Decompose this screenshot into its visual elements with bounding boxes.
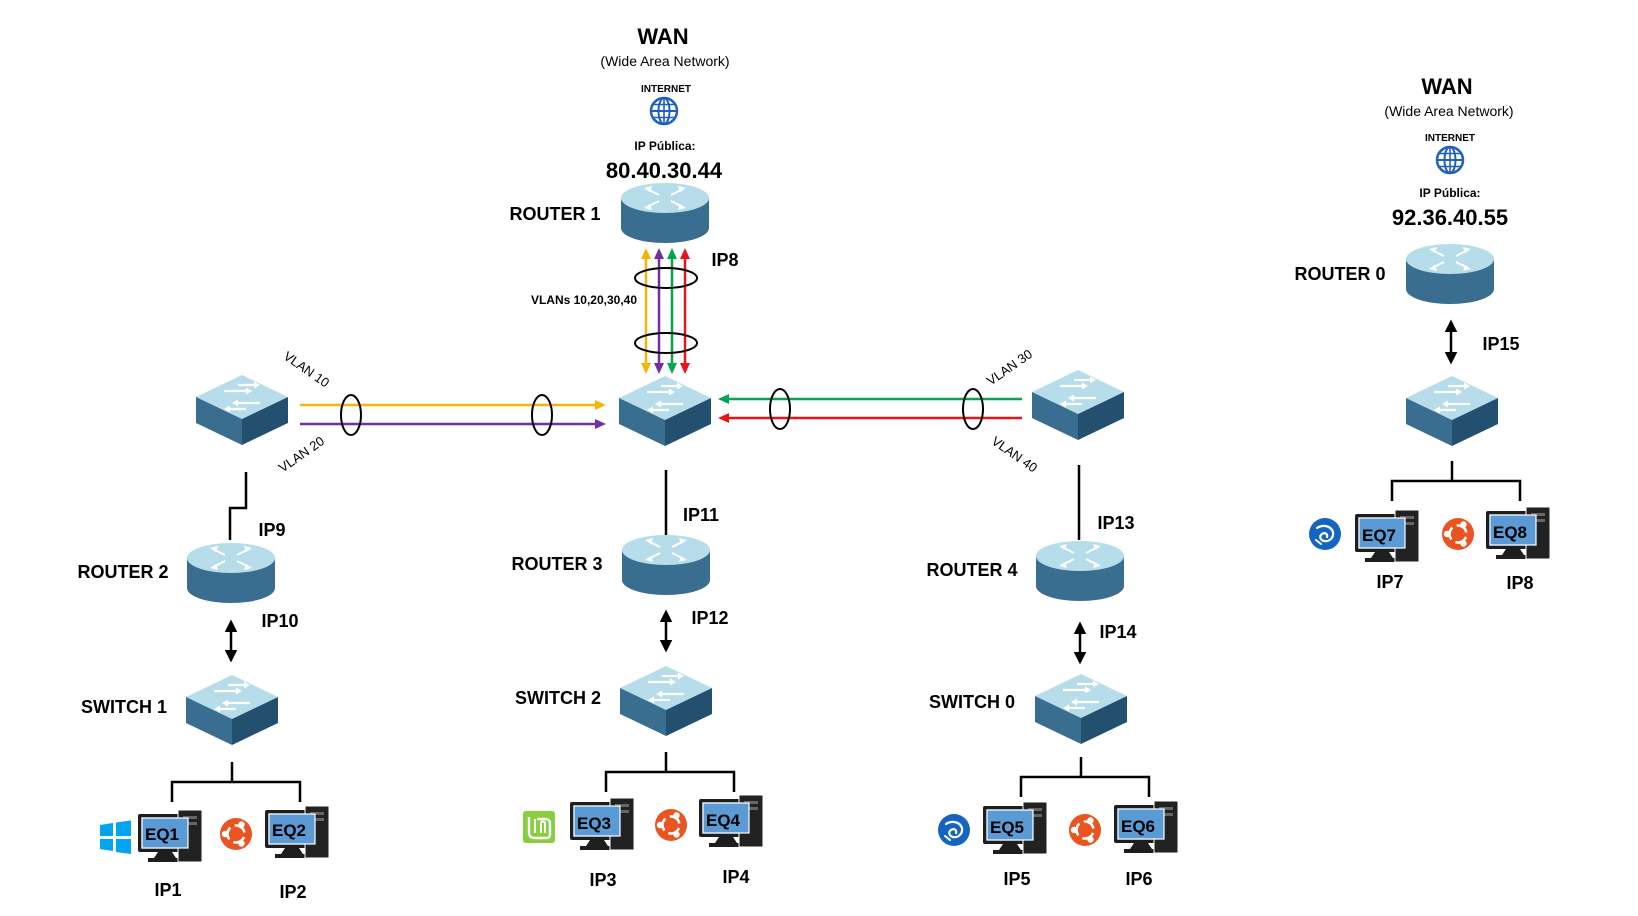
trunk-vlan10-arrow-top: [641, 248, 651, 259]
ubuntu-icon: [1440, 516, 1476, 552]
switch-0-icon: [1033, 672, 1129, 746]
switch-0-distribution: [1019, 757, 1151, 797]
os-logo-icon: [1307, 516, 1343, 552]
equipment-name: EQ3: [577, 814, 611, 833]
router-1-ip-label: IP8: [711, 250, 738, 270]
equipment-name: EQ5: [990, 818, 1024, 837]
left-vlan10-arrow: [595, 400, 606, 410]
windows-icon: [100, 820, 131, 854]
trunk-vlans-label: VLANs 10,20,30,40: [531, 293, 637, 307]
router-0-label: ROUTER 0: [1294, 264, 1385, 284]
router-4-ip-top: IP13: [1097, 513, 1134, 533]
trunk-vlan40-arrow-top: [680, 248, 690, 259]
equipment-ip: IP3: [589, 870, 616, 890]
left-vlan20-arrow: [595, 419, 606, 429]
router-2-uplink: [228, 472, 248, 540]
equipment-name: EQ1: [145, 825, 179, 844]
router-4-ip-bottom: IP14: [1099, 622, 1136, 642]
wan-right-block: WAN (Wide Area Network) INTERNET IP Públ…: [1384, 74, 1513, 230]
switch-2-label: SWITCH 2: [515, 688, 601, 708]
router-2-ip-top: IP9: [258, 520, 285, 540]
vlan30-label-right: VLAN 30: [984, 346, 1035, 388]
switch-1-icon: [184, 673, 280, 747]
ubuntu-icon: [1067, 812, 1103, 848]
linux-mint-icon: [521, 809, 557, 845]
globe-icon: [1435, 145, 1465, 175]
vlan-10-20-switch-icon: [194, 373, 290, 447]
equipment-name: EQ6: [1121, 817, 1155, 836]
wan-left-subtitle: (Wide Area Network): [600, 53, 729, 69]
router-3-icon: [621, 534, 711, 596]
router-2-label: ROUTER 2: [77, 562, 168, 582]
trunk-vlan30-arrow-bottom: [667, 363, 677, 374]
trunk-vlan40-arrow-bottom: [680, 363, 690, 374]
switch-2-icon: [618, 664, 714, 738]
router-1-icon: [620, 182, 710, 244]
router-2-ip-bottom: IP10: [261, 611, 298, 631]
vlan10-label-left: VLAN 10: [281, 348, 332, 390]
wan-right-ip-label: IP Pública:: [1419, 186, 1480, 200]
trunk-bundle-ring-top: [634, 267, 698, 289]
router-4-icon: [1035, 540, 1125, 602]
equipment-name: EQ8: [1493, 523, 1527, 542]
vlan20-label-left: VLAN 20: [276, 433, 327, 475]
switch-1-label: SWITCH 1: [81, 697, 167, 717]
wan-left-block: WAN (Wide Area Network) INTERNET IP Públ…: [600, 24, 729, 183]
router-4-label: ROUTER 4: [926, 560, 1017, 580]
equipment-ip: IP5: [1003, 869, 1030, 889]
wan-right-subtitle: (Wide Area Network): [1384, 103, 1513, 119]
equipment-ip: IP8: [1506, 573, 1533, 593]
switch-2-distribution: [604, 752, 736, 792]
wan-right-title: WAN: [1421, 74, 1472, 99]
equipment-ip: IP4: [722, 867, 749, 887]
router-3-label: ROUTER 3: [511, 554, 602, 574]
vlan40-label-right: VLAN 40: [989, 433, 1040, 475]
right-link-ring-1: [769, 388, 791, 430]
trunk-bundle-ring-bottom: [634, 332, 698, 354]
router-0-switch-icon: [1404, 374, 1500, 448]
core-switch-icon: [617, 374, 713, 448]
router-0-icon: [1405, 243, 1495, 305]
right-vlan30-arrow: [718, 394, 729, 404]
trunk-vlan20-arrow-bottom: [654, 363, 664, 374]
wan-left-internet-label: INTERNET: [641, 84, 691, 95]
switch-0-label: SWITCH 0: [929, 692, 1015, 712]
globe-icon: [649, 96, 679, 126]
right-vlan40-arrow: [718, 413, 729, 423]
wan-left-public-ip: 80.40.30.44: [606, 158, 723, 183]
equipment-name: EQ4: [706, 811, 741, 830]
router-0-ip-label: IP15: [1482, 334, 1519, 354]
wan-right-public-ip: 92.36.40.55: [1392, 205, 1508, 230]
equipment-ip: IP2: [279, 882, 306, 902]
right-vlan-links: [718, 394, 1022, 423]
equipment-ip: IP7: [1376, 572, 1403, 592]
router-2-icon: [186, 542, 276, 604]
equipment-name: EQ2: [272, 821, 306, 840]
ubuntu-icon: [218, 816, 254, 852]
left-vlan-links: [300, 400, 606, 429]
equipment-ip: IP6: [1125, 869, 1152, 889]
wan-left-title: WAN: [637, 24, 688, 49]
left-link-ring-1: [340, 394, 362, 436]
router-3-ip-top: IP11: [683, 505, 719, 525]
left-link-ring-2: [531, 394, 553, 436]
equipment-ip: IP1: [154, 880, 181, 900]
equipment-name: EQ7: [1362, 526, 1396, 545]
wan-left-ip-label: IP Pública:: [634, 139, 695, 153]
equipment-layer: EQ1 IP1 EQ2 IP2 EQ3 IP3 EQ4 IP4 EQ5 IP5 …: [100, 506, 1551, 902]
trunk-vlan20-arrow-top: [654, 248, 664, 259]
trunk-vlan30-arrow-top: [667, 248, 677, 259]
ubuntu-icon: [653, 807, 689, 843]
router-1-label: ROUTER 1: [509, 204, 600, 224]
trunk-vlan10-arrow-bottom: [641, 363, 651, 374]
router-0-switch-distribution: [1390, 461, 1522, 501]
vlan-30-40-switch-icon: [1030, 368, 1126, 442]
os-logo-icon: [936, 812, 972, 848]
switch-1-distribution: [170, 762, 302, 802]
right-link-ring-2: [962, 388, 984, 430]
router-3-ip-bottom: IP12: [691, 608, 728, 628]
wan-right-internet-label: INTERNET: [1425, 133, 1475, 144]
trunk-link: [641, 248, 690, 374]
